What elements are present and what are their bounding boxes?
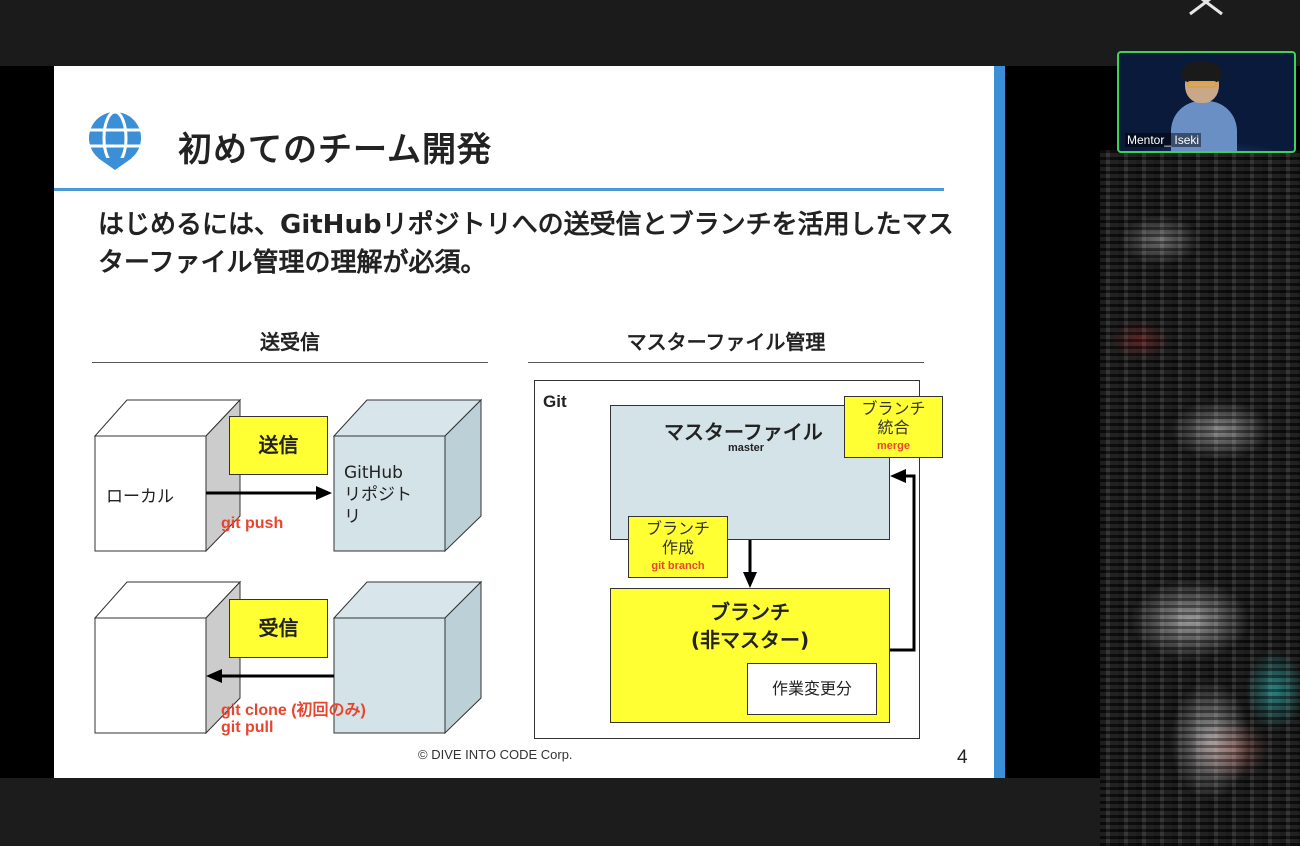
branch-title: ブランチ (非マスター) xyxy=(610,598,890,654)
stage-margin-left xyxy=(0,66,54,778)
merge-command: merge xyxy=(876,440,911,452)
branch-command: git branch xyxy=(651,560,705,572)
participant-name: Mentor_ Iseki xyxy=(1125,133,1202,147)
globe-icon xyxy=(89,110,141,170)
meeting-bottom-bar xyxy=(0,778,1300,846)
git-frame xyxy=(534,380,920,739)
branch-title-line: (非マスター) xyxy=(690,628,810,652)
right-section-heading: マスターファイル管理 xyxy=(626,330,826,354)
copyright-footer: © DIVE INTO CODE Corp. xyxy=(418,747,573,762)
master-subtitle: master xyxy=(728,442,765,454)
merge-tag-line: ブランチ xyxy=(861,399,926,418)
remote-label-line: リ xyxy=(344,507,361,527)
left-section-rule xyxy=(92,362,488,363)
master-title: マスターファイル xyxy=(664,420,823,444)
merge-tag: ブランチ 統合 merge xyxy=(844,396,943,458)
participant-video-tile[interactable]: Mentor_ Iseki xyxy=(1117,51,1296,153)
slide-accent-bar xyxy=(994,66,1005,778)
local-label: ローカル xyxy=(106,487,174,507)
remote-repo-label: GitHub リポジト リ xyxy=(344,462,412,528)
left-section-heading: 送受信 xyxy=(260,330,320,354)
branch-title-line: ブランチ xyxy=(710,600,790,624)
branch-tag-line: ブランチ xyxy=(645,519,710,538)
push-command: git push xyxy=(221,515,284,532)
branch-tag-line: 作成 xyxy=(661,538,694,557)
send-tag: 送信 xyxy=(229,416,328,475)
shared-slide: 初めてのチーム開発 はじめるには、GitHubリポジトリへの送受信とブランチを活… xyxy=(54,66,994,778)
merge-tag-line: 統合 xyxy=(877,418,910,437)
blurred-background-video xyxy=(1100,150,1300,846)
diagram-shapes xyxy=(93,398,916,735)
title-divider xyxy=(54,188,944,191)
meeting-top-bar xyxy=(0,0,1300,66)
receive-tag: 受信 xyxy=(229,599,328,658)
blurred-background-texture xyxy=(1100,150,1300,846)
work-changes-box: 作業変更分 xyxy=(747,663,877,715)
remote-label-line: リポジト xyxy=(344,485,412,505)
participant-hair xyxy=(1182,61,1222,83)
branch-create-tag: ブランチ 作成 git branch xyxy=(628,516,728,578)
page-number: 4 xyxy=(957,747,968,768)
git-label: Git xyxy=(543,392,567,411)
slide-title: 初めてのチーム開発 xyxy=(178,130,492,170)
clone-command: git clone (初回のみ) xyxy=(221,702,366,719)
slide-subtitle: はじめるには、GitHubリポジトリへの送受信とブランチを活用したマスターファイ… xyxy=(98,210,954,278)
stage-margin-right xyxy=(1005,66,1110,778)
close-icon[interactable] xyxy=(1186,0,1226,16)
participant-glasses xyxy=(1187,81,1217,88)
right-section-rule xyxy=(528,362,924,363)
remote-label-line: GitHub xyxy=(344,463,403,483)
participant-body xyxy=(1171,101,1237,151)
pull-command: git pull xyxy=(221,719,274,736)
